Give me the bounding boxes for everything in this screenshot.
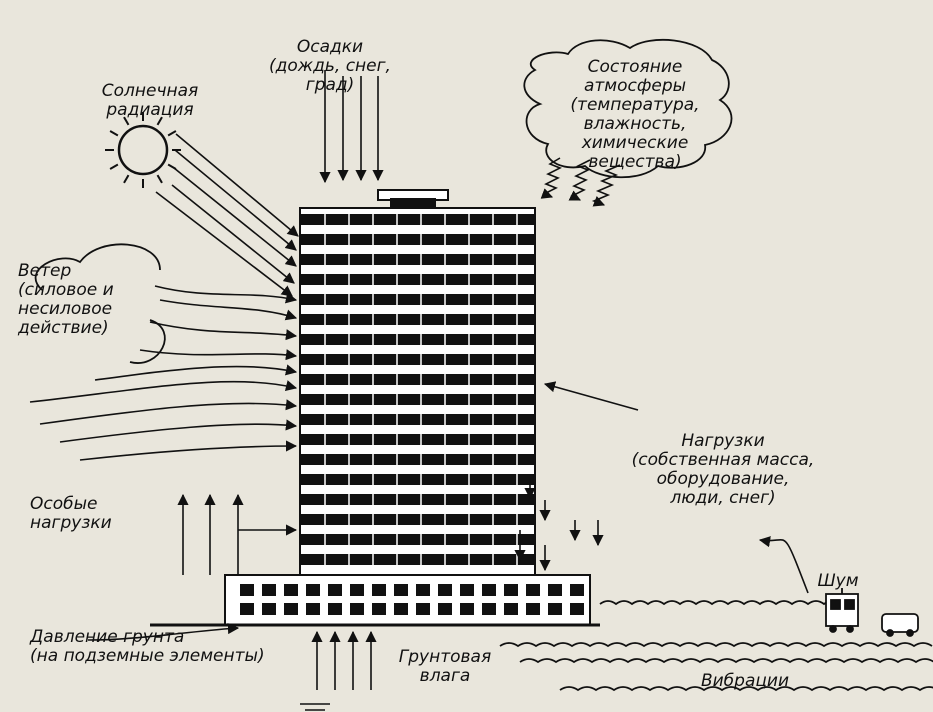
precipitation-arrows <box>319 70 384 184</box>
podium-window <box>284 584 298 596</box>
building-floors <box>300 214 535 565</box>
podium-window <box>438 584 452 596</box>
wave-line <box>599 600 841 606</box>
podium-window <box>306 584 320 596</box>
label-precipitation: Осадки (дождь, снег, град) <box>269 37 391 95</box>
groundwater-arrows <box>311 630 377 690</box>
podium-window <box>548 584 562 596</box>
water-waves-icon <box>499 600 933 692</box>
podium-window <box>240 584 254 596</box>
building-windows <box>324 214 518 575</box>
podium-window <box>372 584 386 596</box>
label-solar-radiation: Солнечная радиация <box>101 81 199 120</box>
special-load-arrows <box>177 493 298 575</box>
label-groundwater: Грунтовая влага <box>398 647 492 686</box>
sun-icon <box>105 112 181 188</box>
wave-line <box>559 686 933 692</box>
atmosphere-cloud <box>523 38 733 179</box>
label-special-loads: Особые нагрузки <box>30 494 112 533</box>
podium-window <box>394 584 408 596</box>
atmosphere-zigzags <box>540 157 621 207</box>
solar-arrows <box>155 133 299 297</box>
podium-window <box>526 584 540 596</box>
wave-line <box>519 658 933 664</box>
podium-window <box>504 584 518 596</box>
roof-parapet <box>390 198 436 208</box>
floor-band <box>300 294 535 305</box>
floor-band <box>300 354 535 365</box>
floor-band <box>300 274 535 285</box>
podium-window <box>416 584 430 596</box>
podium-window <box>306 603 320 615</box>
podium-window <box>438 603 452 615</box>
podium-window <box>350 603 364 615</box>
loads-arrows <box>514 381 639 572</box>
label-atmosphere: Состояние атмосферы (температура, влажно… <box>570 57 700 172</box>
wind-arrows <box>29 285 298 461</box>
wave-line <box>499 642 933 648</box>
train-icon <box>825 588 859 633</box>
podium-window <box>570 603 584 615</box>
podium-window <box>328 603 342 615</box>
bus-icon <box>881 613 919 637</box>
sun-ray <box>123 174 130 184</box>
podium-window <box>350 584 364 596</box>
podium-window <box>416 603 430 615</box>
floor-band <box>300 534 535 545</box>
sun-ray <box>109 130 119 137</box>
podium-window <box>240 603 254 615</box>
floor-band <box>300 234 535 245</box>
floor-band <box>300 214 535 225</box>
podium-window <box>328 584 342 596</box>
podium-window <box>460 584 474 596</box>
podium-window <box>504 603 518 615</box>
floor-band <box>300 394 535 405</box>
floor-band <box>300 314 535 325</box>
sun-ray <box>123 116 130 126</box>
label-wind: Ветер (силовое и несиловое действие) <box>18 261 114 338</box>
podium-window <box>482 584 496 596</box>
podium-window <box>548 603 562 615</box>
podium-windows <box>240 584 584 615</box>
floor-band <box>300 374 535 385</box>
label-soil-pressure: Давление грунта (на подземные элементы) <box>30 627 265 666</box>
label-loads: Нагрузки (собственная масса, оборудовани… <box>631 431 815 508</box>
building <box>150 189 600 627</box>
podium-window <box>460 603 474 615</box>
floor-band <box>300 494 535 505</box>
podium-window <box>394 603 408 615</box>
soil-pressure-arrow <box>87 622 330 711</box>
floor-band <box>300 254 535 265</box>
label-vibrations: Вибрации <box>700 671 790 691</box>
sun-ray <box>156 116 163 126</box>
building-podium <box>224 574 591 626</box>
floor-band <box>300 334 535 345</box>
sun-ray <box>167 130 177 137</box>
floor-band <box>300 414 535 425</box>
floor-band <box>300 514 535 525</box>
sun-ray <box>156 174 163 184</box>
floor-band <box>300 454 535 465</box>
podium-window <box>284 603 298 615</box>
podium-window <box>570 584 584 596</box>
floor-band <box>300 554 535 565</box>
podium-window <box>372 603 386 615</box>
podium-window <box>262 584 276 596</box>
podium-window <box>482 603 496 615</box>
floor-band <box>300 434 535 445</box>
floor-band <box>300 474 535 485</box>
podium-window <box>262 603 276 615</box>
noise-arrow <box>758 536 809 594</box>
sun-ray <box>109 163 119 170</box>
label-noise: Шум <box>817 571 859 591</box>
podium-window <box>526 603 540 615</box>
